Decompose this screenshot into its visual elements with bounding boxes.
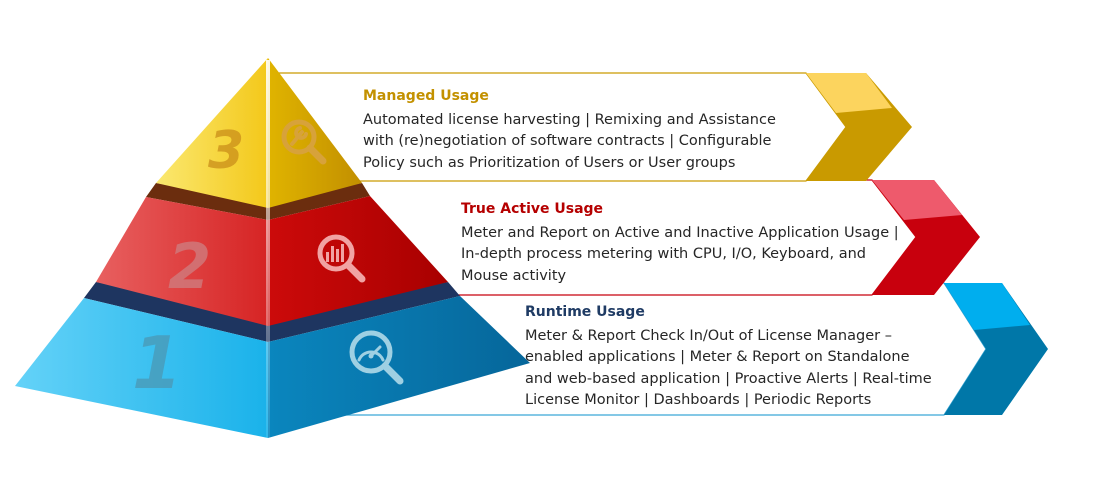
active-arrow-light	[872, 180, 962, 220]
banner-active	[299, 179, 980, 296]
tier-active-title: True Active Usage	[461, 201, 604, 217]
tier-managed-text: Managed Usage Automated license harvesti…	[363, 86, 776, 174]
tier-active-line-3: Mouse activity	[461, 267, 567, 284]
tier-managed-line-2: with (re)negotiation of software contrac…	[363, 133, 772, 150]
managed-arrow-light	[806, 73, 892, 113]
tier-managed-line-3: Policy such as Prioritization of Users o…	[363, 154, 736, 171]
tier-runtime-title: Runtime Usage	[525, 304, 645, 320]
pyramid-edge-highlight	[266, 60, 270, 438]
tier-runtime-pyramid	[15, 296, 530, 438]
tier-runtime-text: Runtime Usage Meter & Report Check In/Ou…	[525, 302, 932, 412]
tier-number-3: 3	[208, 121, 244, 181]
tier-runtime-line-3: and web-based application | Proactive Al…	[525, 370, 932, 387]
tier-runtime-line-1: Meter & Report Check In/Out of License M…	[525, 328, 892, 344]
tier-active-line-2: In-depth process metering with CPU, I/O,…	[461, 246, 867, 263]
gauge-magnifier-icon	[349, 330, 404, 385]
runtime-arrow-light	[944, 283, 1030, 330]
tier-active-text: True Active Usage Meter and Report on Ac…	[461, 199, 899, 287]
tier-active-line-1: Meter and Report on Active and Inactive …	[461, 225, 899, 241]
wrench-magnifier-icon	[281, 119, 327, 165]
tier-managed-line-1: Automated license harvesting | Remixing …	[363, 112, 776, 128]
tier-managed-title: Managed Usage	[363, 88, 489, 104]
tier-runtime-line-4: License Monitor | Dashboards | Periodic …	[525, 392, 872, 409]
tier-number-1: 1	[132, 321, 182, 405]
equalizer-magnifier-icon	[317, 234, 366, 283]
tier-runtime-line-2: enabled applications | Meter & Report on…	[525, 349, 910, 366]
tier-number-2: 2	[168, 230, 211, 303]
tier-active-pyramid	[96, 196, 448, 326]
